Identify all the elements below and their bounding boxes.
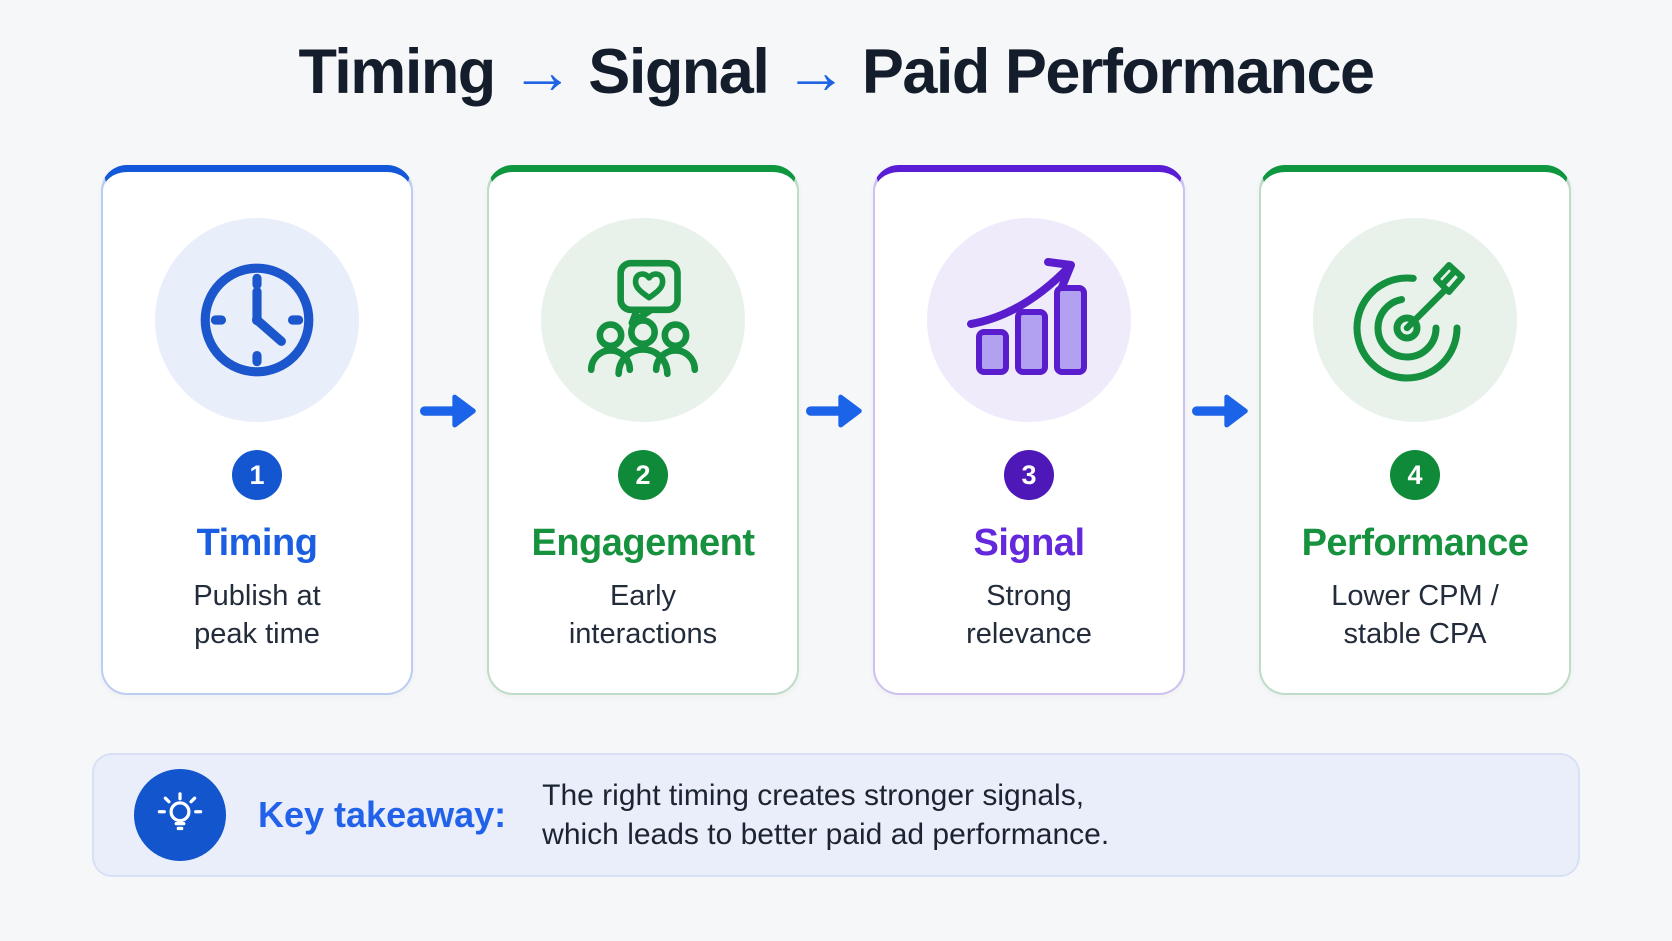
key-takeaway-label: Key takeaway:: [258, 794, 507, 836]
step-icon-circle: [927, 218, 1131, 423]
title-segment-paid-performance: Paid Performance: [861, 37, 1375, 107]
step-description: Publish at peak time: [103, 578, 411, 653]
step-number-badge: 3: [1004, 450, 1054, 501]
step-title: Engagement: [531, 522, 755, 565]
lightbulb-icon: [157, 792, 203, 831]
flow-connector: [413, 165, 487, 695]
growth-bars-icon: [967, 258, 1087, 376]
arrow-right-icon: [420, 394, 476, 428]
arrow-right-glyph: →: [784, 37, 847, 107]
arrow-right-icon: [1192, 394, 1248, 428]
step-card-performance: 4 Performance Lower CPM / stable CPA: [1259, 165, 1571, 696]
arrow-right-icon: [806, 394, 862, 428]
step-description-line1: Strong: [986, 580, 1072, 613]
step-title: Performance: [1301, 522, 1529, 565]
step-description-line1: Early: [609, 580, 677, 613]
step-description-line1: Publish at: [193, 580, 321, 613]
step-card-timing: 1 Timing Publish at peak time: [101, 165, 413, 696]
flow-connector: [799, 165, 873, 695]
step-description: Lower CPM / stable CPA: [1261, 578, 1569, 653]
title-segment-timing: Timing: [298, 37, 496, 107]
step-title: Timing: [196, 522, 318, 565]
key-takeaway-line2: which leads to better paid ad performanc…: [542, 818, 1110, 852]
lightbulb-badge: [134, 769, 226, 862]
step-description: Strong relevance: [875, 578, 1183, 653]
step-title: Signal: [973, 522, 1085, 565]
step-icon-circle: [541, 218, 745, 423]
step-description-line2: interactions: [568, 617, 718, 650]
step-icon-circle: [1313, 218, 1517, 423]
step-number-badge: 1: [232, 450, 282, 501]
step-card-engagement: 2 Engagement Early interactions: [487, 165, 799, 696]
step-icon-circle: [155, 218, 359, 423]
arrow-right-glyph: →: [510, 37, 574, 107]
steps-row: 1 Timing Publish at peak time: [0, 165, 1672, 696]
clock-icon: [200, 263, 314, 377]
key-takeaway-line1: The right timing creates stronger signal…: [542, 778, 1085, 812]
step-description-line1: Lower CPM /: [1331, 580, 1499, 613]
step-card-signal: 3 Signal Strong relevance: [873, 165, 1185, 696]
key-takeaway-text: The right timing creates stronger signal…: [542, 776, 1109, 855]
key-takeaway-bar: Key takeaway: The right timing creates s…: [92, 753, 1580, 878]
target-dart-icon: [1353, 262, 1465, 382]
page-title: Timing→Signal→Paid Performance: [0, 0, 1672, 107]
step-number-badge: 4: [1390, 450, 1440, 501]
step-description-line2: relevance: [966, 617, 1092, 650]
step-description: Early interactions: [489, 578, 797, 653]
title-segment-signal: Signal: [588, 37, 770, 107]
step-description-line2: peak time: [194, 617, 320, 650]
people-engagement-icon: [587, 260, 699, 378]
flow-connector: [1185, 165, 1259, 695]
step-description-line2: stable CPA: [1343, 617, 1487, 650]
step-number-badge: 2: [618, 450, 668, 501]
